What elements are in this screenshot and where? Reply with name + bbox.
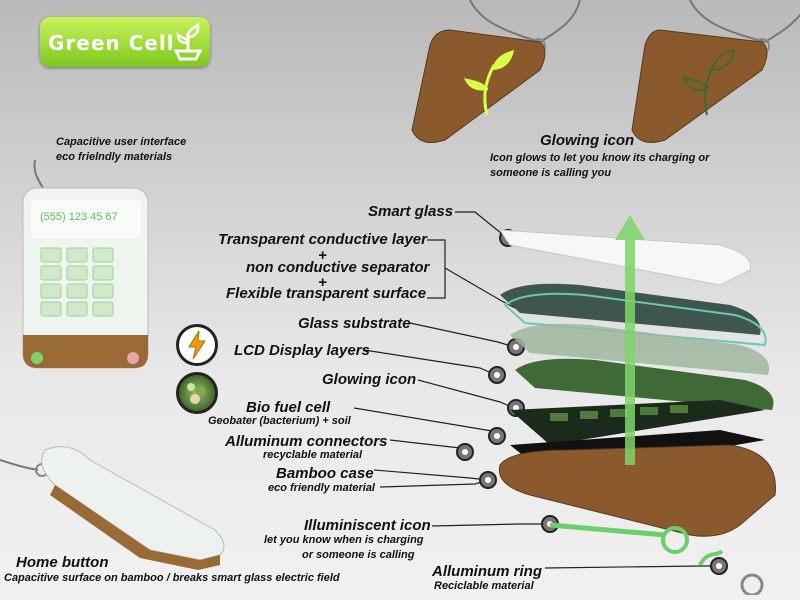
phone-screen-number: (555) 123 45 67	[40, 211, 118, 223]
plant-soil-icon	[187, 383, 206, 404]
label-glass-substrate: Glass substrate	[298, 315, 411, 332]
label-bio-fuel-cell: Bio fuel cell	[246, 399, 331, 416]
label-conductive-layer: Transparent conductive layer	[218, 231, 427, 248]
label-bamboo-sub: eco friendly material	[268, 482, 375, 494]
glowing-icon-top-line1: Icon glows to let you know its charging …	[490, 152, 710, 164]
label-bio-fuel-sub: Geobater (bacterium) + soil	[208, 415, 351, 427]
label-lcd-layers: LCD Display layers	[234, 342, 370, 359]
label-connectors-sub: recyclable material	[263, 449, 363, 461]
label-glowing-icon: Glowing icon	[322, 371, 417, 388]
label-illuminiscent-icon: Illuminiscent icon	[304, 517, 431, 534]
label-bamboo-case: Bamboo case	[276, 465, 374, 482]
label-illuminiscent-sub2: or someone is calling	[302, 549, 415, 561]
glowing-pendants-illustration	[411, 0, 800, 143]
lightning-icon	[188, 330, 206, 360]
label-alluminum-connectors: Alluminum connectors	[225, 433, 388, 450]
label-home-button: Home button	[16, 554, 109, 571]
label-ring-sub: Reciclable material	[434, 580, 534, 592]
label-non-conductive-separator: non conductive separator	[246, 259, 430, 276]
glowing-icon-top-line2: someone is calling you	[490, 167, 612, 179]
caption-capacitive-ui: Capacitive user interface	[56, 136, 187, 148]
sprout-pot-icon	[173, 22, 203, 61]
green-cell-logo: Green Cell	[40, 17, 210, 67]
phone-front-illustration	[22, 160, 149, 369]
label-illuminiscent-sub1: let you know when is charging	[264, 534, 424, 546]
label-flexible-surface: Flexible transparent surface	[226, 285, 427, 302]
exploded-layers-illustration	[498, 215, 776, 595]
label-plus-2: +	[318, 274, 327, 291]
phone-side-illustration	[0, 446, 225, 570]
soil-photo-badge	[176, 372, 218, 414]
label-smart-glass: Smart glass	[368, 203, 454, 220]
lightning-badge	[176, 324, 218, 366]
label-plus-1: +	[318, 247, 327, 264]
label-home-button-sub: Capacitive surface on bamboo / breaks sm…	[4, 572, 340, 584]
label-alluminum-ring: Alluminum ring	[432, 563, 542, 580]
logo-text: Green Cell	[48, 31, 175, 55]
glowing-icon-top-title: Glowing icon	[540, 132, 635, 149]
caption-eco-materials: eco frielndly materials	[56, 151, 173, 163]
